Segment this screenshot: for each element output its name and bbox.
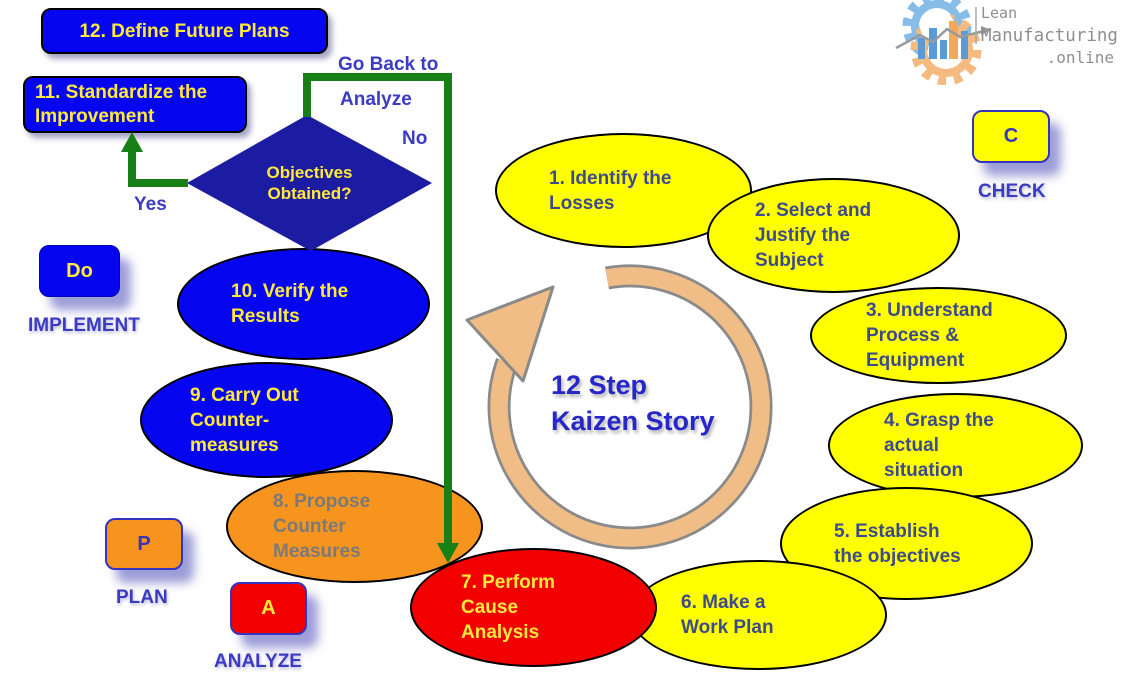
cycle-arrowhead xyxy=(465,285,555,383)
yes-label: Yes xyxy=(134,194,167,215)
step-3-label: 3. Understand Process & Equipment xyxy=(866,300,993,371)
no-connector-vertical xyxy=(444,73,452,545)
yes-connector-horizontal xyxy=(128,179,188,187)
check-caption: CHECK xyxy=(978,181,1046,202)
analyze-caption: ANALYZE xyxy=(214,651,302,672)
do-badge-letter: Do xyxy=(66,259,93,282)
plan-caption: PLAN xyxy=(116,587,168,608)
trend-line-icon xyxy=(895,26,992,50)
step-9-label: 9. Carry Out Counter- measures xyxy=(190,384,299,456)
step-11-standardize-improvement: 11. Standardize the Improvement xyxy=(23,76,247,133)
go-back-to-label: Go Back to xyxy=(338,54,439,75)
implement-caption: IMPLEMENT xyxy=(28,315,140,336)
step-3-understand-process-equipment: 3. Understand Process & Equipment xyxy=(810,287,1067,384)
step-6-make-work-plan: 6. Make a Work Plan xyxy=(630,560,887,670)
step-7-perform-cause-analysis: 7. Perform Cause Analysis xyxy=(410,548,657,667)
go-back-analyze-label: Analyze xyxy=(340,89,412,110)
do-badge: Do xyxy=(39,245,120,297)
check-badge: C xyxy=(972,110,1050,163)
yes-arrowhead-icon xyxy=(121,132,143,152)
logo-word-online: .online xyxy=(1047,48,1114,67)
step-10-label: 10. Verify the Results xyxy=(231,281,349,327)
lean-manufacturing-logo: Lean Manufacturing .online xyxy=(895,0,1118,85)
step-12-define-future-plans: 12. Define Future Plans xyxy=(41,8,328,54)
step-5-label: 5. Establish the objectives xyxy=(834,520,961,567)
plan-badge-letter: P xyxy=(137,532,151,555)
no-arrowhead-icon xyxy=(437,543,459,563)
step-12-label: 12. Define Future Plans xyxy=(79,20,290,42)
decision-label: Objectives Obtained? xyxy=(266,163,353,203)
bar-chart-icon xyxy=(918,21,968,59)
step-9-carry-out-countermeasures: 9. Carry Out Counter- measures xyxy=(140,362,393,478)
no-connector-stub xyxy=(303,78,311,117)
plan-badge: P xyxy=(105,518,183,570)
no-connector-horizontal xyxy=(303,73,452,81)
analyze-badge: A xyxy=(230,582,307,635)
step-7-label: 7. Perform Cause Analysis xyxy=(461,572,555,643)
check-badge-letter: C xyxy=(1003,125,1019,147)
step-4-grasp-actual-situation: 4. Grasp the actual situation xyxy=(828,393,1083,498)
step-8-propose-counter-measures: 8. Propose Counter Measures xyxy=(226,470,483,583)
diagram-title: 12 Step Kaizen Story xyxy=(551,370,715,436)
decision-objectives-obtained: Objectives Obtained? xyxy=(187,115,432,251)
step-11-label: 11. Standardize the Improvement xyxy=(35,81,208,127)
step-4-label: 4. Grasp the actual situation xyxy=(884,410,994,481)
step-10-verify-results: 10. Verify the Results xyxy=(177,248,430,360)
step-2-label: 2. Select and Justify the Subject xyxy=(755,200,872,271)
logo-word-lean: Lean xyxy=(981,4,1017,22)
step-1-identify-losses: 1. Identify the Losses xyxy=(495,133,752,248)
step-1-label: 1. Identify the Losses xyxy=(549,167,672,214)
yes-connector-vertical xyxy=(128,150,136,187)
step-8-label: 8. Propose Counter Measures xyxy=(273,491,371,562)
step-2-select-justify-subject: 2. Select and Justify the Subject xyxy=(707,178,960,293)
analyze-badge-letter: A xyxy=(261,597,276,619)
logo-word-manufacturing: Manufacturing xyxy=(981,26,1118,46)
step-6-label: 6. Make a Work Plan xyxy=(681,592,774,638)
no-label: No xyxy=(402,128,428,149)
